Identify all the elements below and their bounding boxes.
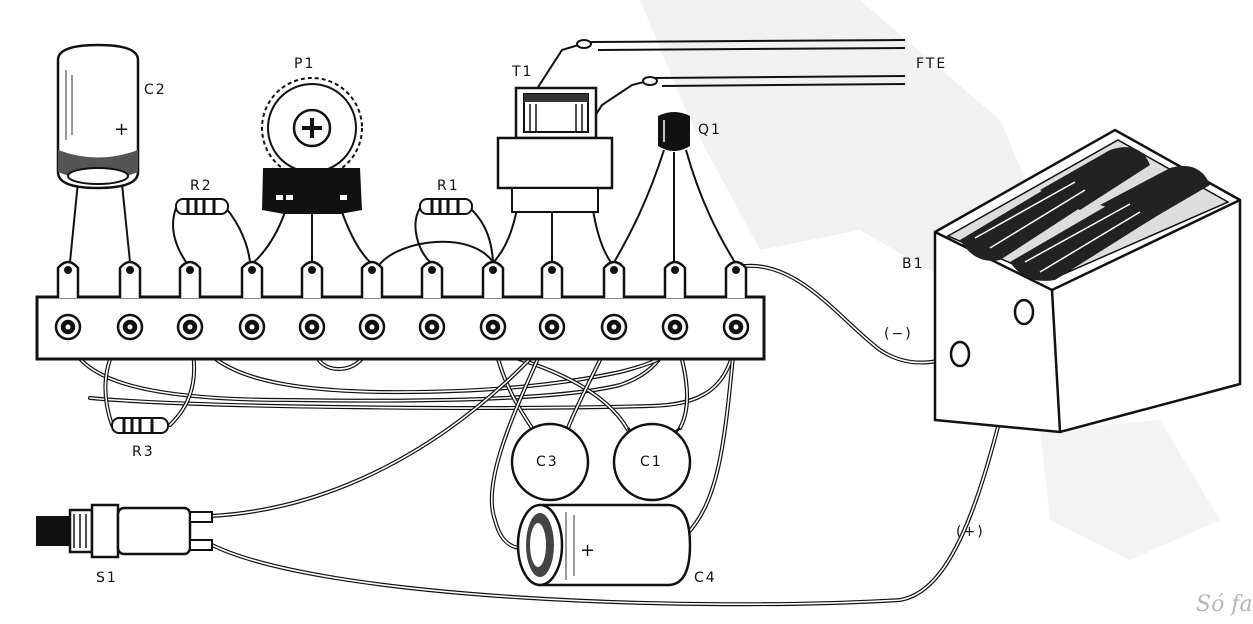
label-r3: R3 [132,444,155,460]
label-r1: R1 [437,178,460,194]
label-c3: C3 [536,454,559,470]
c2-plus-sign: + [114,119,129,140]
eyelet [722,313,750,341]
label-r2: R2 [190,178,213,194]
label-fte: FTE [916,56,947,72]
component-labels: C2 P1 T1 FTE Q1 R2 R1 B1 R3 C3 C1 C4 S1 … [96,56,985,586]
label-c2: C2 [144,82,167,98]
potentiometer-p1 [261,77,363,214]
capacitor-c3 [510,422,590,502]
capacitor-c1 [612,422,692,502]
lug [360,260,384,298]
eyelet [298,313,326,341]
label-t1: T1 [511,64,533,80]
lug [481,260,505,298]
lug [540,260,564,298]
terminal-lugs [56,260,748,298]
lug [56,260,80,298]
battery-holder-b1 [933,128,1242,434]
eyelet [176,313,204,341]
c4-plus-sign: + [580,540,595,561]
eyelet [479,313,507,341]
eyelet [661,313,689,341]
lug [602,260,626,298]
resistor-r2 [175,198,229,215]
label-c4: C4 [694,570,717,586]
transistor-q1 [658,112,690,151]
lug [178,260,202,298]
transformer-t1 [496,86,614,213]
label-s1: S1 [96,570,118,586]
lug [420,260,444,298]
eyelet [418,313,446,341]
label-positive: (+) [956,524,985,540]
resistor-r1 [419,198,473,215]
label-b1: B1 [902,256,925,272]
lug [240,260,264,298]
terminal-strip [35,260,766,361]
eyelet [54,313,82,341]
capacitor-c2: + [56,43,140,190]
eyelet [600,313,628,341]
eyelet [358,313,386,341]
resistor-r3 [111,417,169,434]
capacitor-c4: + [516,503,692,587]
switch-s1 [36,503,213,559]
lug [118,260,142,298]
battery-cells [960,147,1210,281]
lug [724,260,748,298]
eyelet [238,313,266,341]
label-p1: P1 [294,56,315,72]
terminal-eyelets [54,313,750,341]
lug [300,260,324,298]
label-negative: (−) [884,326,913,342]
lug [663,260,687,298]
eyelet [116,313,144,341]
label-c1: C1 [640,454,663,470]
eyelet [538,313,566,341]
label-q1: Q1 [698,122,722,138]
background-caption-text: Só falta a galoia; O gorou ved cos [1196,592,1253,617]
